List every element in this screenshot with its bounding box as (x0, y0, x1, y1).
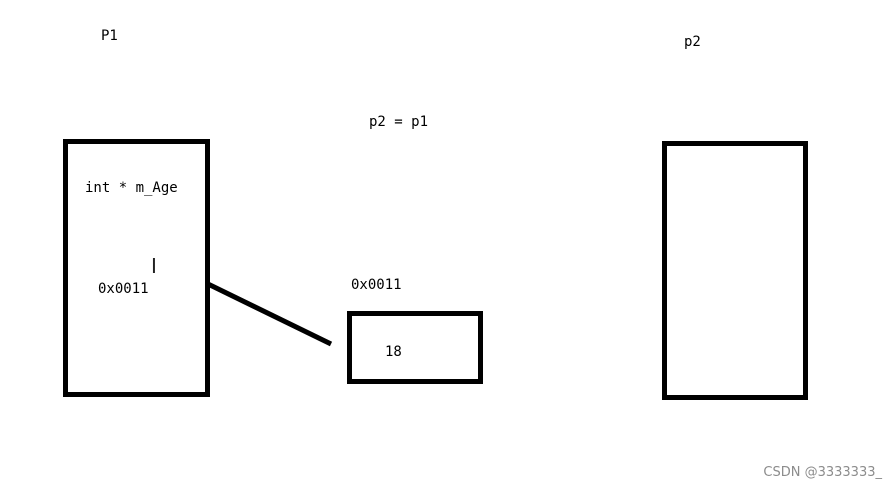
pointer-line (206, 281, 333, 347)
heap-address-label: 0x0011 (351, 277, 402, 293)
assignment-label: p2 = p1 (369, 114, 429, 130)
p1-label: P1 (101, 28, 118, 44)
text-cursor-icon: I (151, 254, 157, 278)
p1-object-box (63, 139, 210, 397)
heap-memory-box (347, 311, 483, 384)
p2-object-box (662, 141, 808, 400)
heap-value-label: 18 (385, 344, 402, 360)
pointer-value-label: 0x0011 (98, 281, 149, 297)
member-declaration-label: int * m_Age (85, 180, 178, 196)
p2-label: p2 (684, 34, 701, 50)
watermark: CSDN @3333333_ (763, 465, 882, 480)
